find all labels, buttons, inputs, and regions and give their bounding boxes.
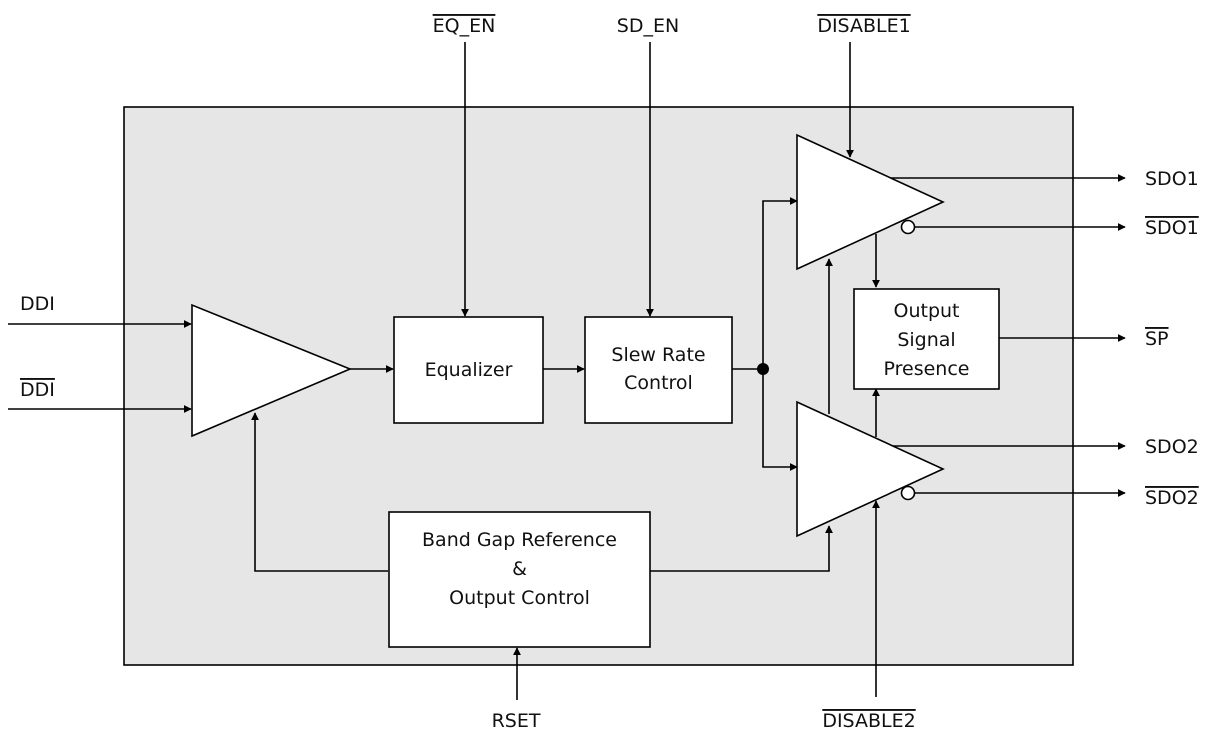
equalizer-block: Equalizer [393, 316, 544, 424]
pin-ddi: DDI [20, 293, 55, 315]
pin-labels: EQ_EN SD_EN DISABLE1 DDI DDI SDO1 SDO1 S… [20, 15, 1199, 732]
output-signal-presence-block: Output Signal Presence [853, 288, 1000, 390]
inverting-bubble-sdo2 [900, 485, 916, 501]
pin-sdo1-bar: SDO1 [1145, 217, 1199, 239]
pin-sd-en: SD_EN [617, 15, 679, 37]
pin-disable2: DISABLE2 [822, 710, 915, 732]
pin-rset: RSET [492, 710, 541, 732]
pin-ddi-bar: DDI [20, 379, 55, 401]
equalizer-label: Equalizer [425, 359, 513, 381]
band-gap-label-line3: Output Control [449, 587, 590, 609]
pin-sp-bar: SP [1145, 328, 1169, 350]
wires [8, 42, 1126, 700]
pin-disable1: DISABLE1 [817, 15, 910, 37]
inverting-bubble-sdo1 [900, 219, 916, 235]
pin-eq-en: EQ_EN [433, 15, 496, 37]
slew-rate-control-block: Slew Rate Control [584, 316, 733, 424]
osp-label-line1: Output [894, 300, 960, 322]
pin-sdo2-bar: SDO2 [1145, 487, 1199, 509]
osp-label-line2: Signal [897, 329, 955, 351]
band-gap-label-line2: & [512, 558, 527, 580]
slew-rate-label-line2: Control [624, 372, 693, 394]
output-driver-2 [796, 400, 945, 538]
input-amplifier [191, 303, 353, 438]
pin-sdo2: SDO2 [1145, 436, 1199, 458]
slew-rate-label-line1: Slew Rate [611, 344, 705, 366]
osp-label-line3: Presence [884, 358, 970, 380]
pin-sdo1: SDO1 [1145, 168, 1199, 190]
output-driver-1 [796, 133, 945, 271]
band-gap-label-line1: Band Gap Reference [422, 529, 617, 551]
junction-dot [757, 363, 769, 375]
band-gap-reference-block: Band Gap Reference & Output Control [388, 511, 651, 648]
